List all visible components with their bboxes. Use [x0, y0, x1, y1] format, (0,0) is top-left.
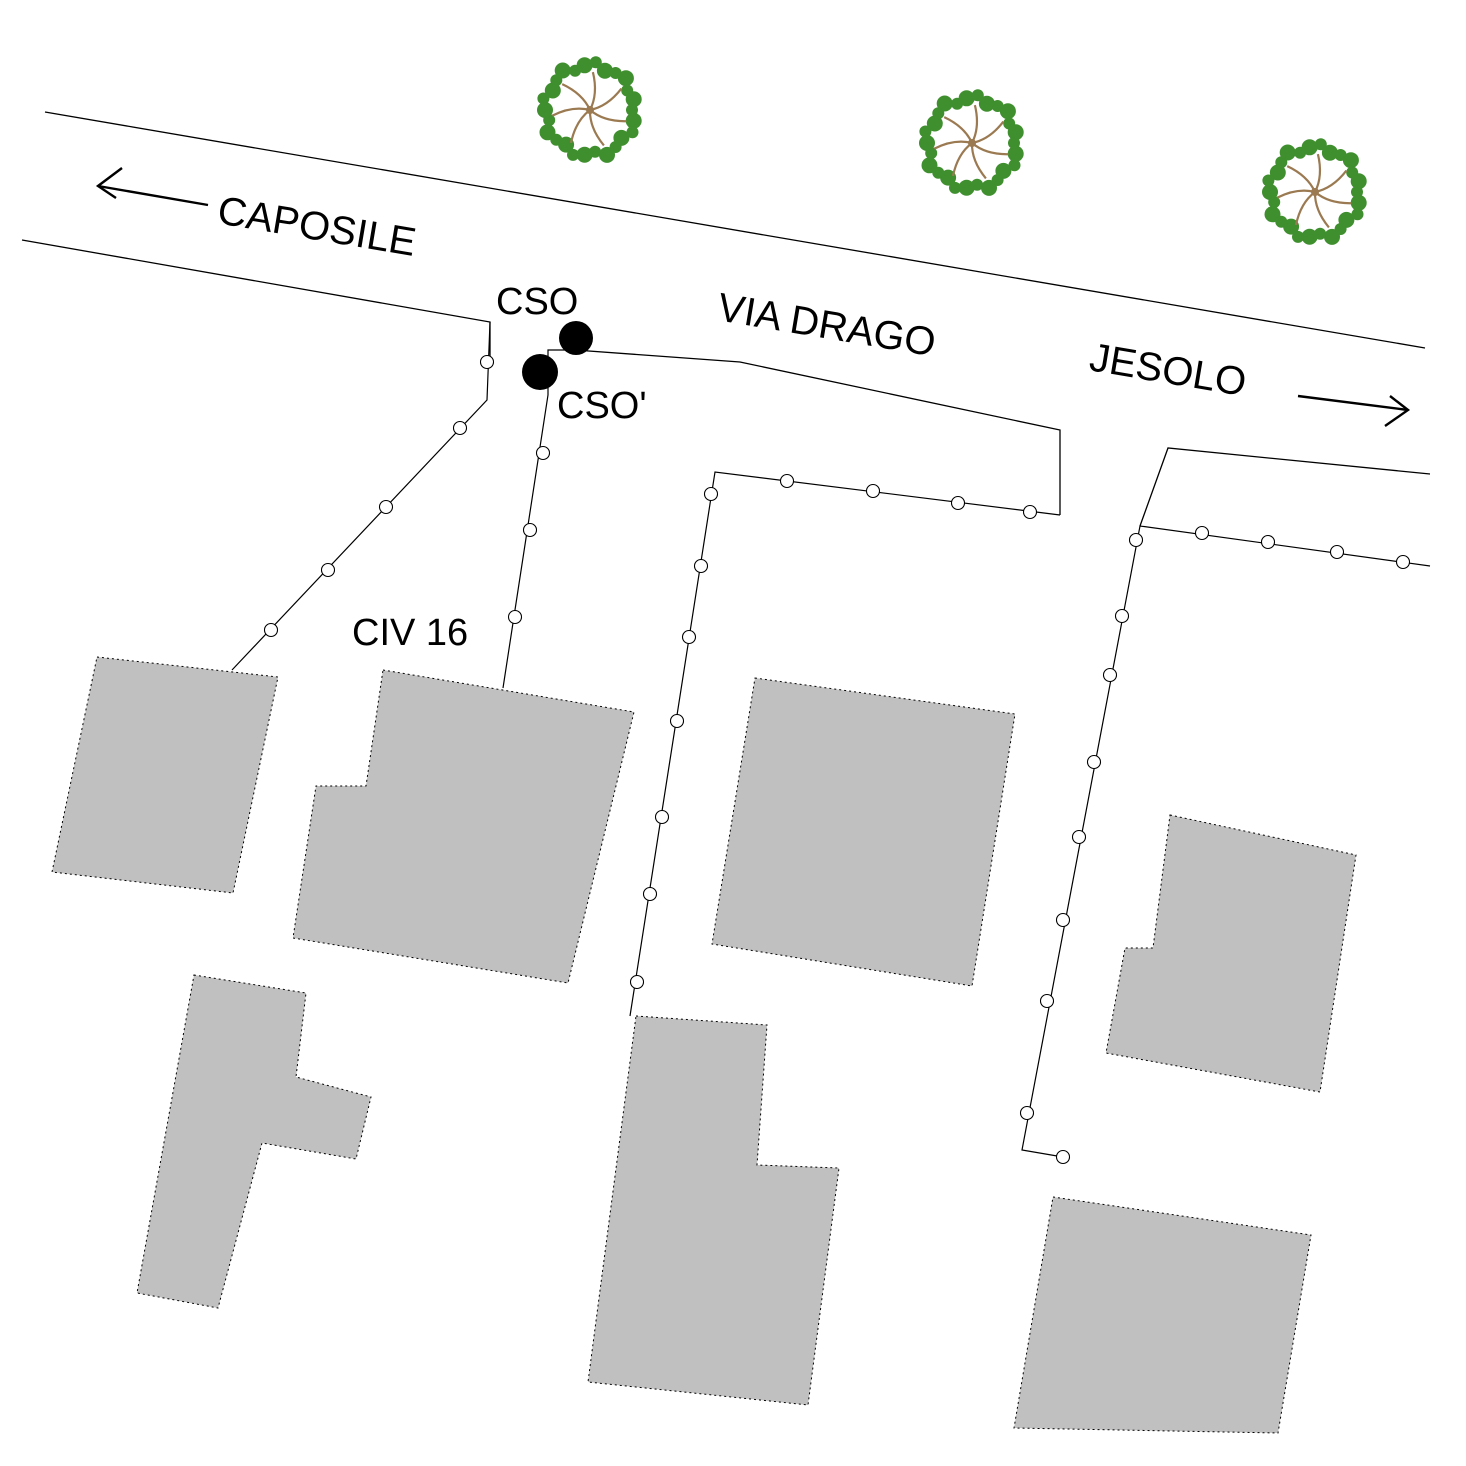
manhole-icon[interactable]	[703, 486, 719, 502]
tree-icon	[919, 89, 1024, 196]
building	[1105, 814, 1357, 1093]
manhole-icon[interactable]	[452, 420, 468, 436]
manhole-icon[interactable]	[320, 562, 336, 578]
manhole-icon[interactable]	[950, 495, 966, 511]
manhole-icon[interactable]	[865, 483, 881, 499]
building	[711, 677, 1016, 987]
building	[51, 656, 279, 894]
manhole-icon[interactable]	[378, 499, 394, 515]
road-south-edge-east	[1139, 447, 1431, 527]
pipe-middle	[629, 471, 1061, 1017]
manhole-icon[interactable]	[681, 629, 697, 645]
label-civ16: CIV 16	[352, 612, 468, 654]
manholes	[263, 354, 1411, 1165]
building	[136, 974, 372, 1309]
buildings	[51, 656, 1357, 1434]
building	[587, 1015, 840, 1406]
manhole-icon[interactable]	[1128, 532, 1144, 548]
manhole-icon[interactable]	[479, 354, 495, 370]
manhole-icon[interactable]	[1019, 1105, 1035, 1121]
manhole-icon[interactable]	[522, 522, 538, 538]
arrow-right-icon	[1297, 394, 1411, 427]
road-south-edge-middle	[574, 349, 1061, 515]
manhole-icon[interactable]	[507, 609, 523, 625]
manhole-icon[interactable]	[1395, 554, 1411, 570]
manhole-icon[interactable]	[1055, 1149, 1071, 1165]
manhole-icon[interactable]	[1260, 534, 1276, 550]
manhole-icon[interactable]	[1055, 912, 1071, 928]
manhole-icon[interactable]	[693, 558, 709, 574]
manhole-icon[interactable]	[1039, 993, 1055, 1009]
manhole-icon[interactable]	[669, 713, 685, 729]
cso-prime-node-icon[interactable]	[522, 354, 558, 390]
manhole-icon[interactable]	[779, 473, 795, 489]
tree-icon	[537, 56, 642, 163]
building	[292, 669, 635, 984]
label-cso-prime: CSO'	[557, 385, 647, 427]
label-jesolo: JESOLO	[1087, 335, 1250, 404]
manhole-icon[interactable]	[1194, 525, 1210, 541]
trees	[537, 56, 1367, 245]
tree-icon	[1262, 138, 1367, 245]
manhole-icon[interactable]	[1102, 667, 1118, 683]
arrow-left-icon	[95, 167, 209, 207]
road-north-edge	[44, 111, 1426, 349]
cso-node-icon[interactable]	[559, 321, 593, 355]
manhole-icon[interactable]	[1329, 544, 1345, 560]
manhole-icon[interactable]	[1022, 504, 1038, 520]
manhole-icon[interactable]	[629, 974, 645, 990]
label-via-drago: VIA DRAGO	[715, 285, 939, 365]
manhole-icon[interactable]	[263, 622, 279, 638]
label-caposile: CAPOSILE	[215, 188, 420, 264]
manhole-icon[interactable]	[1086, 754, 1102, 770]
manhole-icon[interactable]	[1071, 829, 1087, 845]
cso-nodes	[522, 321, 593, 390]
manhole-icon[interactable]	[642, 886, 658, 902]
road-edges	[21, 111, 1431, 527]
manhole-icon[interactable]	[654, 809, 670, 825]
building	[1013, 1196, 1312, 1434]
label-cso: CSO	[496, 281, 578, 323]
manhole-icon[interactable]	[535, 445, 551, 461]
pipe-west	[231, 321, 491, 671]
road-south-edge-west	[21, 239, 491, 360]
manhole-icon[interactable]	[1114, 608, 1130, 624]
